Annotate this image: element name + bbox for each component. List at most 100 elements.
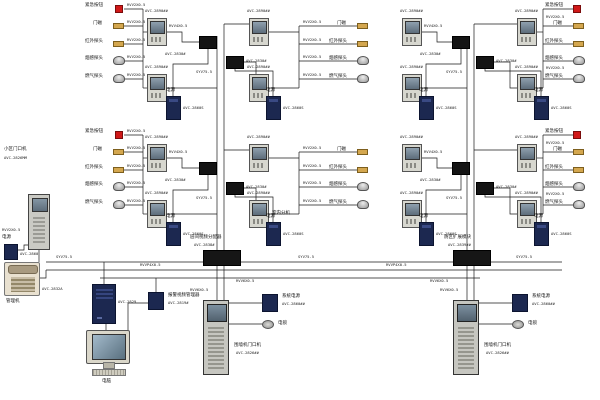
cable-label: RVV2X0.5	[303, 72, 322, 77]
power-label: 电源	[534, 214, 543, 219]
video-distributor	[476, 56, 494, 69]
smoke-detector	[357, 182, 369, 191]
model-label: AVC-2860S	[551, 105, 572, 110]
sensor-label: 红外探头	[329, 165, 347, 170]
cable-label: RVV2X0.5	[546, 191, 565, 196]
management-phone	[4, 262, 40, 296]
model-label: AVC-2860S	[183, 105, 204, 110]
indoor-monitor	[147, 200, 167, 228]
cable-label: RVV2X0.5	[303, 54, 322, 59]
cable-label: RVVP4X0.5	[386, 262, 407, 267]
cable-label: RVV2X0.5	[127, 2, 146, 7]
sensor-label: 红外探头	[85, 165, 103, 170]
model-label: AVC-2890##	[515, 134, 538, 139]
model-label: AVC-2830#	[496, 58, 517, 63]
model-label: AVC-2860S	[283, 231, 304, 236]
model-label: AVC-2860S	[183, 231, 204, 236]
power-label: 电源	[166, 214, 175, 219]
cable-label: RVV2X0.5	[127, 72, 146, 77]
cable-label: RVV4X0.5	[424, 149, 443, 154]
cable-label: RVV2X0.5	[303, 19, 322, 24]
device-label: 小区门口机	[4, 147, 27, 152]
cable-label: RVV2X0.5	[127, 19, 146, 24]
system-power	[262, 294, 278, 312]
sensor-label: 门磁	[93, 21, 102, 26]
sensor-label: 烟感探头	[85, 56, 103, 61]
power-supply	[419, 222, 434, 246]
cable-label: SYV75-5	[298, 254, 315, 259]
emergency-button	[115, 5, 123, 13]
wire-83	[127, 302, 148, 330]
cable-label: RVV2X0.5	[127, 180, 146, 185]
sensor-label: 燃气探头	[329, 74, 347, 79]
model-label: AVC-2890##	[145, 64, 168, 69]
sensor-label: 燃气探头	[545, 200, 563, 205]
model-label: AVC-2890##	[515, 190, 538, 195]
door-magnet-sensor	[113, 23, 124, 29]
wire-79	[40, 270, 47, 279]
zone-expansion-module	[453, 250, 491, 266]
device-label: 围墙机门口机	[234, 343, 261, 348]
smoke-detector	[573, 182, 585, 191]
indoor-monitor	[249, 74, 269, 102]
sensor-label: 紧急按钮	[545, 3, 563, 8]
indoor-monitor	[402, 74, 422, 102]
door-magnet-sensor	[357, 23, 368, 29]
cable-label: SYV75-5	[196, 69, 213, 74]
sensor-label: 紧急按钮	[545, 129, 563, 134]
model-label: AVC-2890##	[515, 64, 538, 69]
wire-55	[234, 195, 274, 222]
door-magnet-sensor	[573, 23, 584, 29]
door-magnet-sensor	[573, 149, 584, 155]
gas-detector	[113, 74, 125, 83]
emergency-button	[573, 5, 581, 13]
wall-door-station	[203, 300, 229, 375]
cable-label: RVV2X0.5	[303, 37, 322, 42]
model-label: AVC-2890##	[145, 190, 168, 195]
model-label: AVC-2860S	[436, 105, 457, 110]
video-distributor	[452, 162, 470, 175]
model-label: AVC-2890##	[247, 64, 270, 69]
ir-detector	[357, 167, 368, 173]
sensor-label: 门磁	[553, 147, 562, 152]
model-label: AVC-2860S	[551, 231, 572, 236]
indoor-monitor	[517, 18, 537, 46]
model-label: AVC-2860##	[532, 301, 555, 306]
cable-label: RVV6X0.5	[430, 278, 449, 283]
power-label: 电源	[266, 88, 275, 93]
sensor-label: 门磁	[553, 21, 562, 26]
floor-video-distributor	[203, 250, 241, 266]
network-server	[92, 284, 116, 324]
indoor-monitor	[517, 74, 537, 102]
emergency-button	[115, 131, 123, 139]
sensor-label: 紧急按钮	[85, 3, 103, 8]
gas-detector	[357, 74, 369, 83]
model-label: AVC-2826##	[236, 350, 259, 355]
indoor-monitor	[402, 144, 422, 172]
device-label: 防区扩展模块	[444, 235, 471, 240]
power-supply	[266, 222, 281, 246]
smoke-detector	[357, 56, 369, 65]
community-entrance-station	[28, 194, 50, 250]
sensor-label: 燃气探头	[85, 200, 103, 205]
device-label: 报警视频管理器	[168, 293, 200, 298]
device-label: 系统电源	[282, 294, 300, 299]
model-label: AVC-2890##	[145, 8, 168, 13]
model-label: AVC-2832A	[42, 286, 63, 291]
entrance-power	[4, 244, 18, 260]
power-label: 电源	[2, 235, 11, 240]
wire-45	[172, 175, 209, 222]
cable-label: RVV2X0.5	[303, 163, 322, 168]
cable-label: RVV2X0.5	[303, 198, 322, 203]
smoke-detector	[113, 56, 125, 65]
smoke-detector	[113, 182, 125, 191]
sensor-label: 烟感探头	[329, 182, 347, 187]
power-label: 电源	[166, 88, 175, 93]
model-label: AVC-2890##	[145, 134, 168, 139]
indoor-monitor	[517, 144, 537, 172]
device-label: 系统电源	[532, 294, 550, 299]
indoor-monitor	[147, 18, 167, 46]
power-supply	[419, 96, 434, 120]
device-label: 室内分机	[272, 211, 290, 216]
